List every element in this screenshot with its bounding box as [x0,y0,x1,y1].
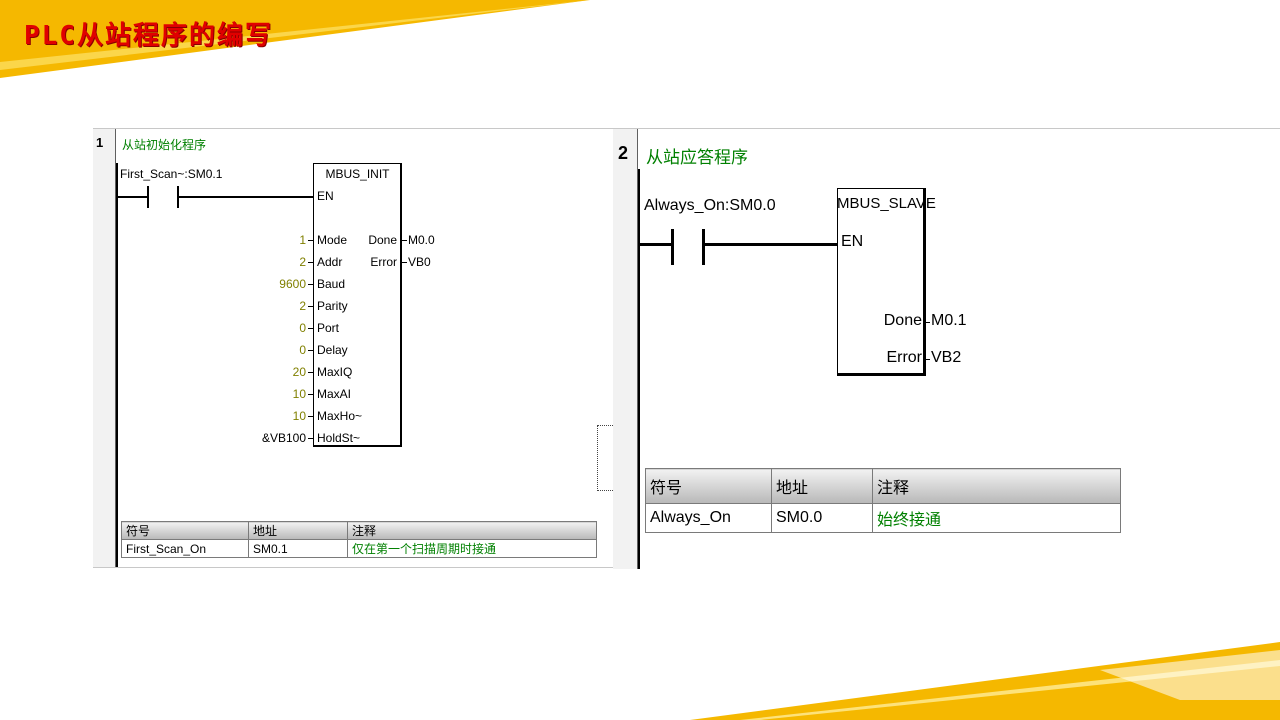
param-value: 0 [299,343,306,357]
network-2-panel: 2 从站应答程序 Always_On:SM0.0 MBUS_SLAVE EN D… [613,128,1280,569]
pin-en: EN [841,233,864,250]
block-name: MBUS_INIT [325,167,390,181]
param-value: 1 [299,233,306,247]
out-pin-label: Error [886,349,922,366]
param-value: 20 [292,365,306,379]
pin-label: MaxHo~ [317,409,363,423]
param-value: 0 [299,321,306,335]
col-header-address: 地址 [248,521,348,540]
network-2-gutter [613,129,638,569]
table-row[interactable]: Always_On SM0.0 始终接通 [645,503,1121,533]
top-accent-band [0,0,590,78]
pin-stub [401,262,407,263]
contact-no-left-bar [671,229,674,265]
out-pin-label: Done [368,233,397,247]
out-value: VB2 [931,349,962,366]
contact-no-right-bar [702,229,705,265]
param-value: 10 [292,409,306,423]
pin-label: Delay [317,343,348,357]
out-value: VB0 [408,255,431,269]
param-value: 10 [292,387,306,401]
col-header-comment: 注释 [347,521,597,540]
col-header-symbol: 符号 [121,521,249,540]
col-header-address: 地址 [771,468,873,504]
pin-stub [401,240,407,241]
wire-segment [117,196,147,198]
pin-label: HoldSt~ [317,431,361,445]
param-value: 2 [299,299,306,313]
bottom-accent-band [690,642,1280,720]
cell-comment: 仅在第一个扫描周期时接通 [347,539,597,558]
param-value: &VB100 [261,431,306,445]
pin-stub [308,394,314,395]
symbol-table-1: 符号 地址 注释 First_Scan_On SM0.1 仅在第一个扫描周期时接… [121,521,597,558]
wire-to-en[interactable] [705,243,838,246]
network-1-power-rail [116,163,118,567]
pin-en: EN [317,189,334,203]
param-value: 9600 [279,277,306,291]
pin-label: MaxAI [317,387,352,401]
out-pin-label: Error [370,255,397,269]
pin-label: Addr [317,255,343,269]
cell-comment: 始终接通 [872,503,1121,533]
pin-stub [308,438,314,439]
pin-stub [308,284,314,285]
pin-label: MaxIQ [317,365,353,379]
table-row[interactable]: First_Scan_On SM0.1 仅在第一个扫描周期时接通 [121,539,597,558]
cell-address: SM0.0 [771,503,873,533]
network-1-panel: 1 从站初始化程序 First_Scan~:SM0.1 MBUS_INIT EN… [93,128,638,568]
pin-stub [308,372,314,373]
cell-address: SM0.1 [248,539,348,558]
contact-no-left-bar [147,186,149,208]
block-name: MBUS_SLAVE [837,195,936,212]
pin-stub [925,322,930,323]
cell-symbol: Always_On [645,503,772,533]
out-pin-label: Done [883,312,922,329]
pin-stub [308,240,314,241]
pin-stub [308,262,314,263]
top-accent-highlight [0,0,590,70]
bottom-glow [1100,650,1280,700]
network-1-gutter [93,129,116,567]
table-header-row: 符号 地址 注释 [121,521,597,540]
out-value: M0.1 [931,312,967,329]
pin-label: Baud [317,277,346,291]
pin-stub [925,359,930,360]
pin-stub [308,328,314,329]
pin-stub [308,416,314,417]
network-1-number: 1 [96,135,104,150]
pin-stub [308,306,314,307]
pin-label: Port [317,321,340,335]
pin-label: Parity [317,299,348,313]
wire-to-en[interactable] [179,196,314,198]
mbus-slave-block[interactable] [837,188,926,376]
col-header-comment: 注释 [872,468,1121,504]
symbol-table-2: 符号 地址 注释 Always_On SM0.0 始终接通 [645,468,1121,533]
col-header-symbol: 符号 [645,468,772,504]
table-header-row: 符号 地址 注释 [645,468,1121,504]
network-2-number: 2 [618,143,629,163]
network-2-comment: 从站应答程序 [646,148,748,167]
param-value: 2 [299,255,306,269]
cell-symbol: First_Scan_On [121,539,249,558]
network-1-comment: 从站初始化程序 [122,138,207,152]
contact-label-first-scan: First_Scan~:SM0.1 [120,167,223,181]
wire-segment [640,243,672,246]
pin-stub [308,350,314,351]
pin-label: Mode [317,233,348,247]
out-value: M0.0 [408,233,435,247]
contact-label-always-on: Always_On:SM0.0 [644,197,776,214]
slide-title: PLC从站程序的编写 [24,21,273,51]
network-2-power-rail [638,169,640,569]
mbus-init-block[interactable] [313,163,402,447]
contact-no-right-bar [177,186,179,208]
